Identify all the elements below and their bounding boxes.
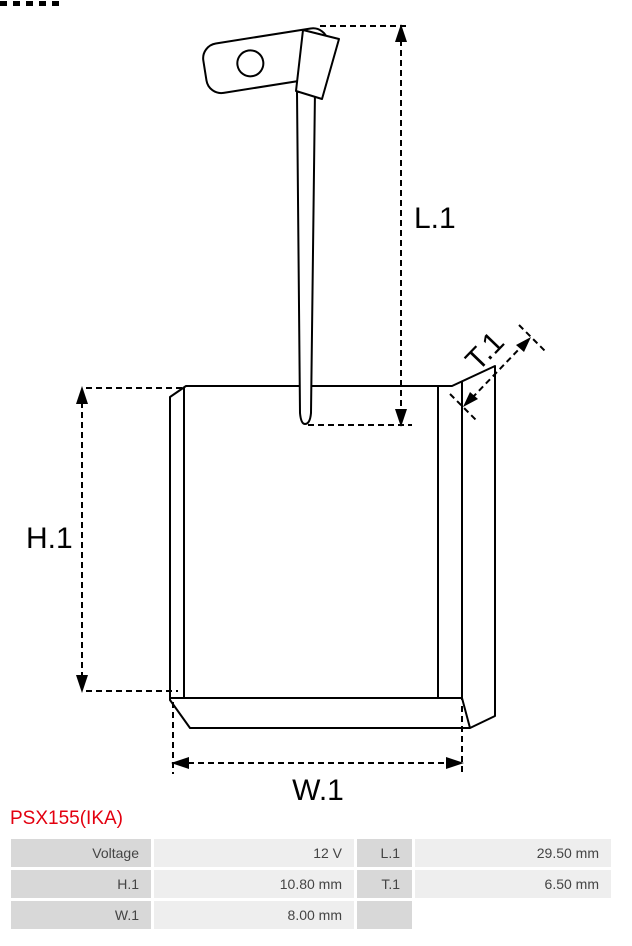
lead-wire — [296, 89, 316, 425]
height-arrow-down — [76, 675, 88, 693]
length-dim-label: L.1 — [414, 202, 456, 235]
brush-body — [169, 365, 496, 729]
dimension-width: W.1 — [171, 702, 464, 806]
thickness-dim-label: T.1 — [459, 326, 511, 378]
table-row: Voltage 12 V L.1 29.50 mm — [11, 839, 611, 867]
brush-outline — [169, 365, 496, 729]
part-number: PSX155(IKA) — [10, 808, 123, 829]
thickness-ext-far — [518, 324, 546, 352]
spec-label-cell: W.1 — [11, 901, 151, 929]
spec-label-cell — [357, 901, 412, 929]
dimension-length: L.1 — [308, 24, 456, 427]
dimension-thickness: T.1 — [449, 324, 546, 421]
table-row: W.1 8.00 mm — [11, 901, 611, 929]
height-arrow-up — [76, 386, 88, 404]
spec-label-cell: T.1 — [357, 870, 412, 898]
thickness-ext-near — [449, 393, 477, 421]
spec-label-cell: Voltage — [11, 839, 151, 867]
spec-label-cell: L.1 — [357, 839, 412, 867]
thickness-arrow-near — [463, 392, 478, 407]
length-arrow-down — [395, 409, 407, 427]
terminal — [202, 27, 340, 100]
table-row: H.1 10.80 mm T.1 6.50 mm — [11, 870, 611, 898]
spec-value-cell: 29.50 mm — [415, 839, 611, 867]
brush-technical-diagram: L.1 H.1 W.1 T.1 — [26, 24, 546, 806]
length-arrow-up — [395, 24, 407, 42]
spec-value-cell: 10.80 mm — [154, 870, 354, 898]
spec-value-cell: 6.50 mm — [415, 870, 611, 898]
terminal-hole — [236, 49, 265, 78]
specs-table: Voltage 12 V L.1 29.50 mm H.1 10.80 mm T… — [8, 836, 614, 932]
spec-value-cell — [415, 901, 611, 929]
terminal-crimp-tab — [295, 29, 340, 100]
height-dim-label: H.1 — [26, 522, 73, 555]
width-arrow-right — [446, 757, 464, 769]
spec-value-cell: 12 V — [154, 839, 354, 867]
dimension-height: H.1 — [26, 386, 182, 693]
spec-label-cell: H.1 — [11, 870, 151, 898]
width-arrow-left — [171, 757, 189, 769]
width-dim-label: W.1 — [292, 774, 344, 806]
brush-bottom-edge — [170, 697, 471, 729]
spec-value-cell: 8.00 mm — [154, 901, 354, 929]
thickness-dim-line — [471, 345, 523, 399]
top-left-dashed-mark — [0, 1, 62, 6]
thickness-arrow-far — [516, 337, 531, 352]
